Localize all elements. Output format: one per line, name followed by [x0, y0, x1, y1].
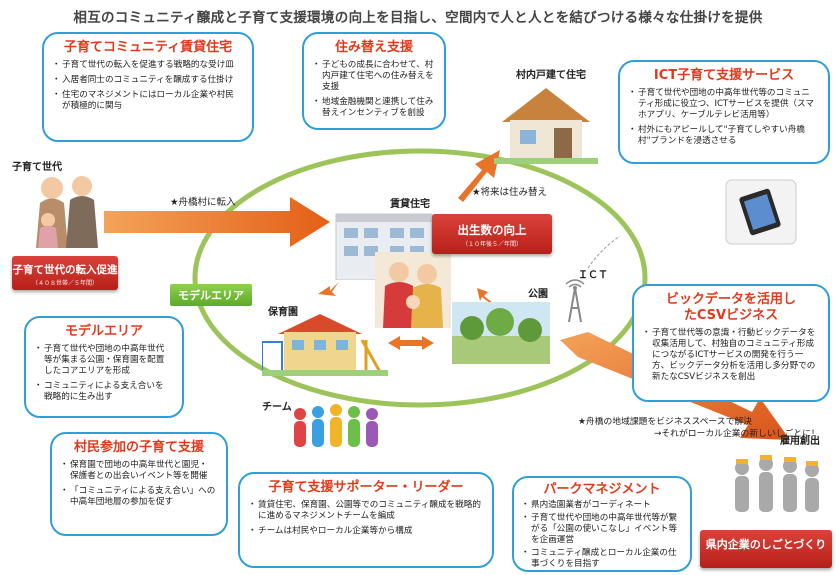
park-illustration — [452, 302, 550, 364]
callout-model-area: モデルエリア 子育て世代や団地の中高年世代等が集まる公園・保育園を配置したコアエ… — [24, 316, 184, 418]
label-nursery: 保育園 — [268, 307, 298, 318]
callout-title: ICT子育て支援サービス — [653, 68, 795, 83]
callout-item: 保育園で団地の中高年世代と園児・保護者との出会いイベント等を開催 — [60, 460, 216, 482]
callout-item: コミュニティ醸成とローカル企業の仕事づくりを目指す — [521, 548, 681, 570]
transfer-arrow — [104, 197, 330, 247]
callout-item: 地域金融機関と連携して住み替えインセンティブを創設 — [312, 97, 434, 119]
label-jobs: 雇用創出 — [780, 436, 820, 447]
family-illustration — [36, 176, 98, 248]
ict-antenna-icon — [565, 279, 585, 323]
callout-villager-participation: 村民参加の子育て支援 保育園で団地の中高年世代と園児・保護者との出会いイベント等… — [50, 432, 228, 536]
callout-item: チームは村民やローカル企業等から構成 — [248, 526, 482, 537]
banner-sub: （１０年後５／年間） — [461, 241, 522, 248]
callout-item: 住宅のマネジメントにはローカル企業や村民が積極的に関与 — [52, 90, 242, 112]
house-illustration — [494, 88, 598, 164]
rental-building-illustration — [335, 213, 433, 280]
callout-title: パークマネジメント — [543, 482, 661, 497]
label-business-note-1: ★舟橋の地域課題をビジネススペースで解決 — [578, 417, 752, 427]
label-transfer: ★舟橋村に転入 — [170, 197, 236, 208]
label-family: 子育て世代 — [12, 162, 62, 173]
callout-rental-housing: 子育てコミュニティ賃貸住宅 子育て世代の転入を促進する戦略的な受け皿 入居者同士… — [42, 32, 254, 142]
banner-main: 県内企業のしごとづくり — [705, 538, 827, 551]
banner-main: 子育て世代の転入促進 — [12, 264, 118, 276]
callout-title: ビックデータを活用したCSVビジネス — [665, 292, 796, 323]
callout-item: 子育て世代等の意識・行動ビックデータを収集活用して、村独自のコミュニティ形成につ… — [642, 328, 818, 383]
label-ict: ＩＣＴ — [578, 270, 608, 281]
label-park: 公園 — [528, 289, 548, 300]
banner-family-transfer: 子育て世代の転入促進 （４０８世帯／５年間） — [12, 256, 118, 290]
callout-item: 賃貸住宅、保育園、公園等でのコミュニティ醸成を戦略的に進めるマネジメントチームを… — [248, 500, 482, 522]
label-future-relocation: ★将来は住み替え — [472, 187, 548, 198]
banner-local-jobs: 県内企業のしごとづくり — [700, 530, 832, 568]
page-title: 相互のコミュニティ醸成と子育て支援環境の向上を目指し、空間内で人と人とを結びつけ… — [73, 10, 763, 26]
label-house: 村内戸建て住宅 — [516, 70, 586, 81]
callout-item: 子どもの成長に合わせて、村内戸建て住宅への住み替えを支援 — [312, 60, 434, 93]
label-team: チーム — [262, 402, 292, 413]
callout-item: 子育て世代や団地の中高年世代等が集まる公園・保育園を配置したコアエリアを形成 — [34, 344, 172, 377]
callout-item: 子育て世代や団地の中高年世代等のコミュニティ形成に役立つ、ICTサービスを提供（… — [628, 88, 818, 121]
callout-title: 住み替え支援 — [334, 40, 413, 55]
callout-item: コミュニティによる支え合いを戦略的に生み出す — [34, 381, 172, 403]
callout-title: 子育てコミュニティ賃貸住宅 — [63, 40, 233, 55]
callout-item: 子育て世代の転入を促進する戦略的な受け皿 — [52, 60, 242, 71]
banner-birth-rate: 出生数の向上 （１０年後５／年間） — [432, 214, 552, 254]
callout-item: 村外にもアピールして"子育てしやすい舟橋村"ブランドを浸透させる — [628, 125, 818, 147]
callout-item: 県内造園業者がコーディネート — [521, 500, 681, 511]
banner-sub: （４０８世帯／５年間） — [31, 280, 98, 287]
callout-ict-services: ICT子育て支援サービス 子育て世代や団地の中高年世代等のコミュニティ形成に役立… — [618, 60, 830, 164]
nursery-illustration — [262, 314, 388, 376]
callout-item: 「コミュニティによる支え合い」への中高年団地層の参加を促す — [60, 486, 216, 508]
callout-title: 村民参加の子育て支援 — [73, 440, 204, 455]
nursery-park-arrow — [388, 336, 434, 350]
parents-illustration — [375, 252, 451, 328]
callout-big-data: ビックデータを活用したCSVビジネス 子育て世代等の意識・行動ビックデータを収集… — [632, 284, 830, 402]
label-rental: 賃貸住宅 — [390, 199, 430, 210]
label-business-note-2: →それがローカル企業の新しいしごとに！ — [654, 429, 820, 439]
team-illustration — [294, 404, 378, 447]
community-ellipse — [192, 148, 648, 408]
callout-title: 子育て支援サポーター・リーダー — [268, 480, 464, 495]
callout-relocation-support: 住み替え支援 子どもの成長に合わせて、村内戸建て住宅への住み替えを支援 地域金融… — [302, 32, 446, 130]
workers-illustration — [735, 455, 819, 512]
banner-main: 出生数の向上 — [457, 223, 527, 237]
callout-item: 子育て世代や団地の中高年世代等が繋がる「公園の使いこなし」イベント等を企画運営 — [521, 513, 681, 546]
callout-supporter-leader: 子育て支援サポーター・リーダー 賃貸住宅、保育園、公園等でのコミュニティ醸成を戦… — [238, 472, 494, 568]
callout-title: モデルエリア — [64, 324, 143, 339]
callout-park-management: パークマネジメント 県内造園業者がコーディネート 子育て世代や団地の中高年世代等… — [512, 476, 692, 572]
callout-item: 入居者同士のコミュニティを醸成する仕掛け — [52, 75, 242, 86]
relocation-arrow — [458, 150, 500, 202]
smartphone-illustration — [725, 179, 797, 245]
model-area-tag: モデルエリア — [170, 284, 252, 306]
